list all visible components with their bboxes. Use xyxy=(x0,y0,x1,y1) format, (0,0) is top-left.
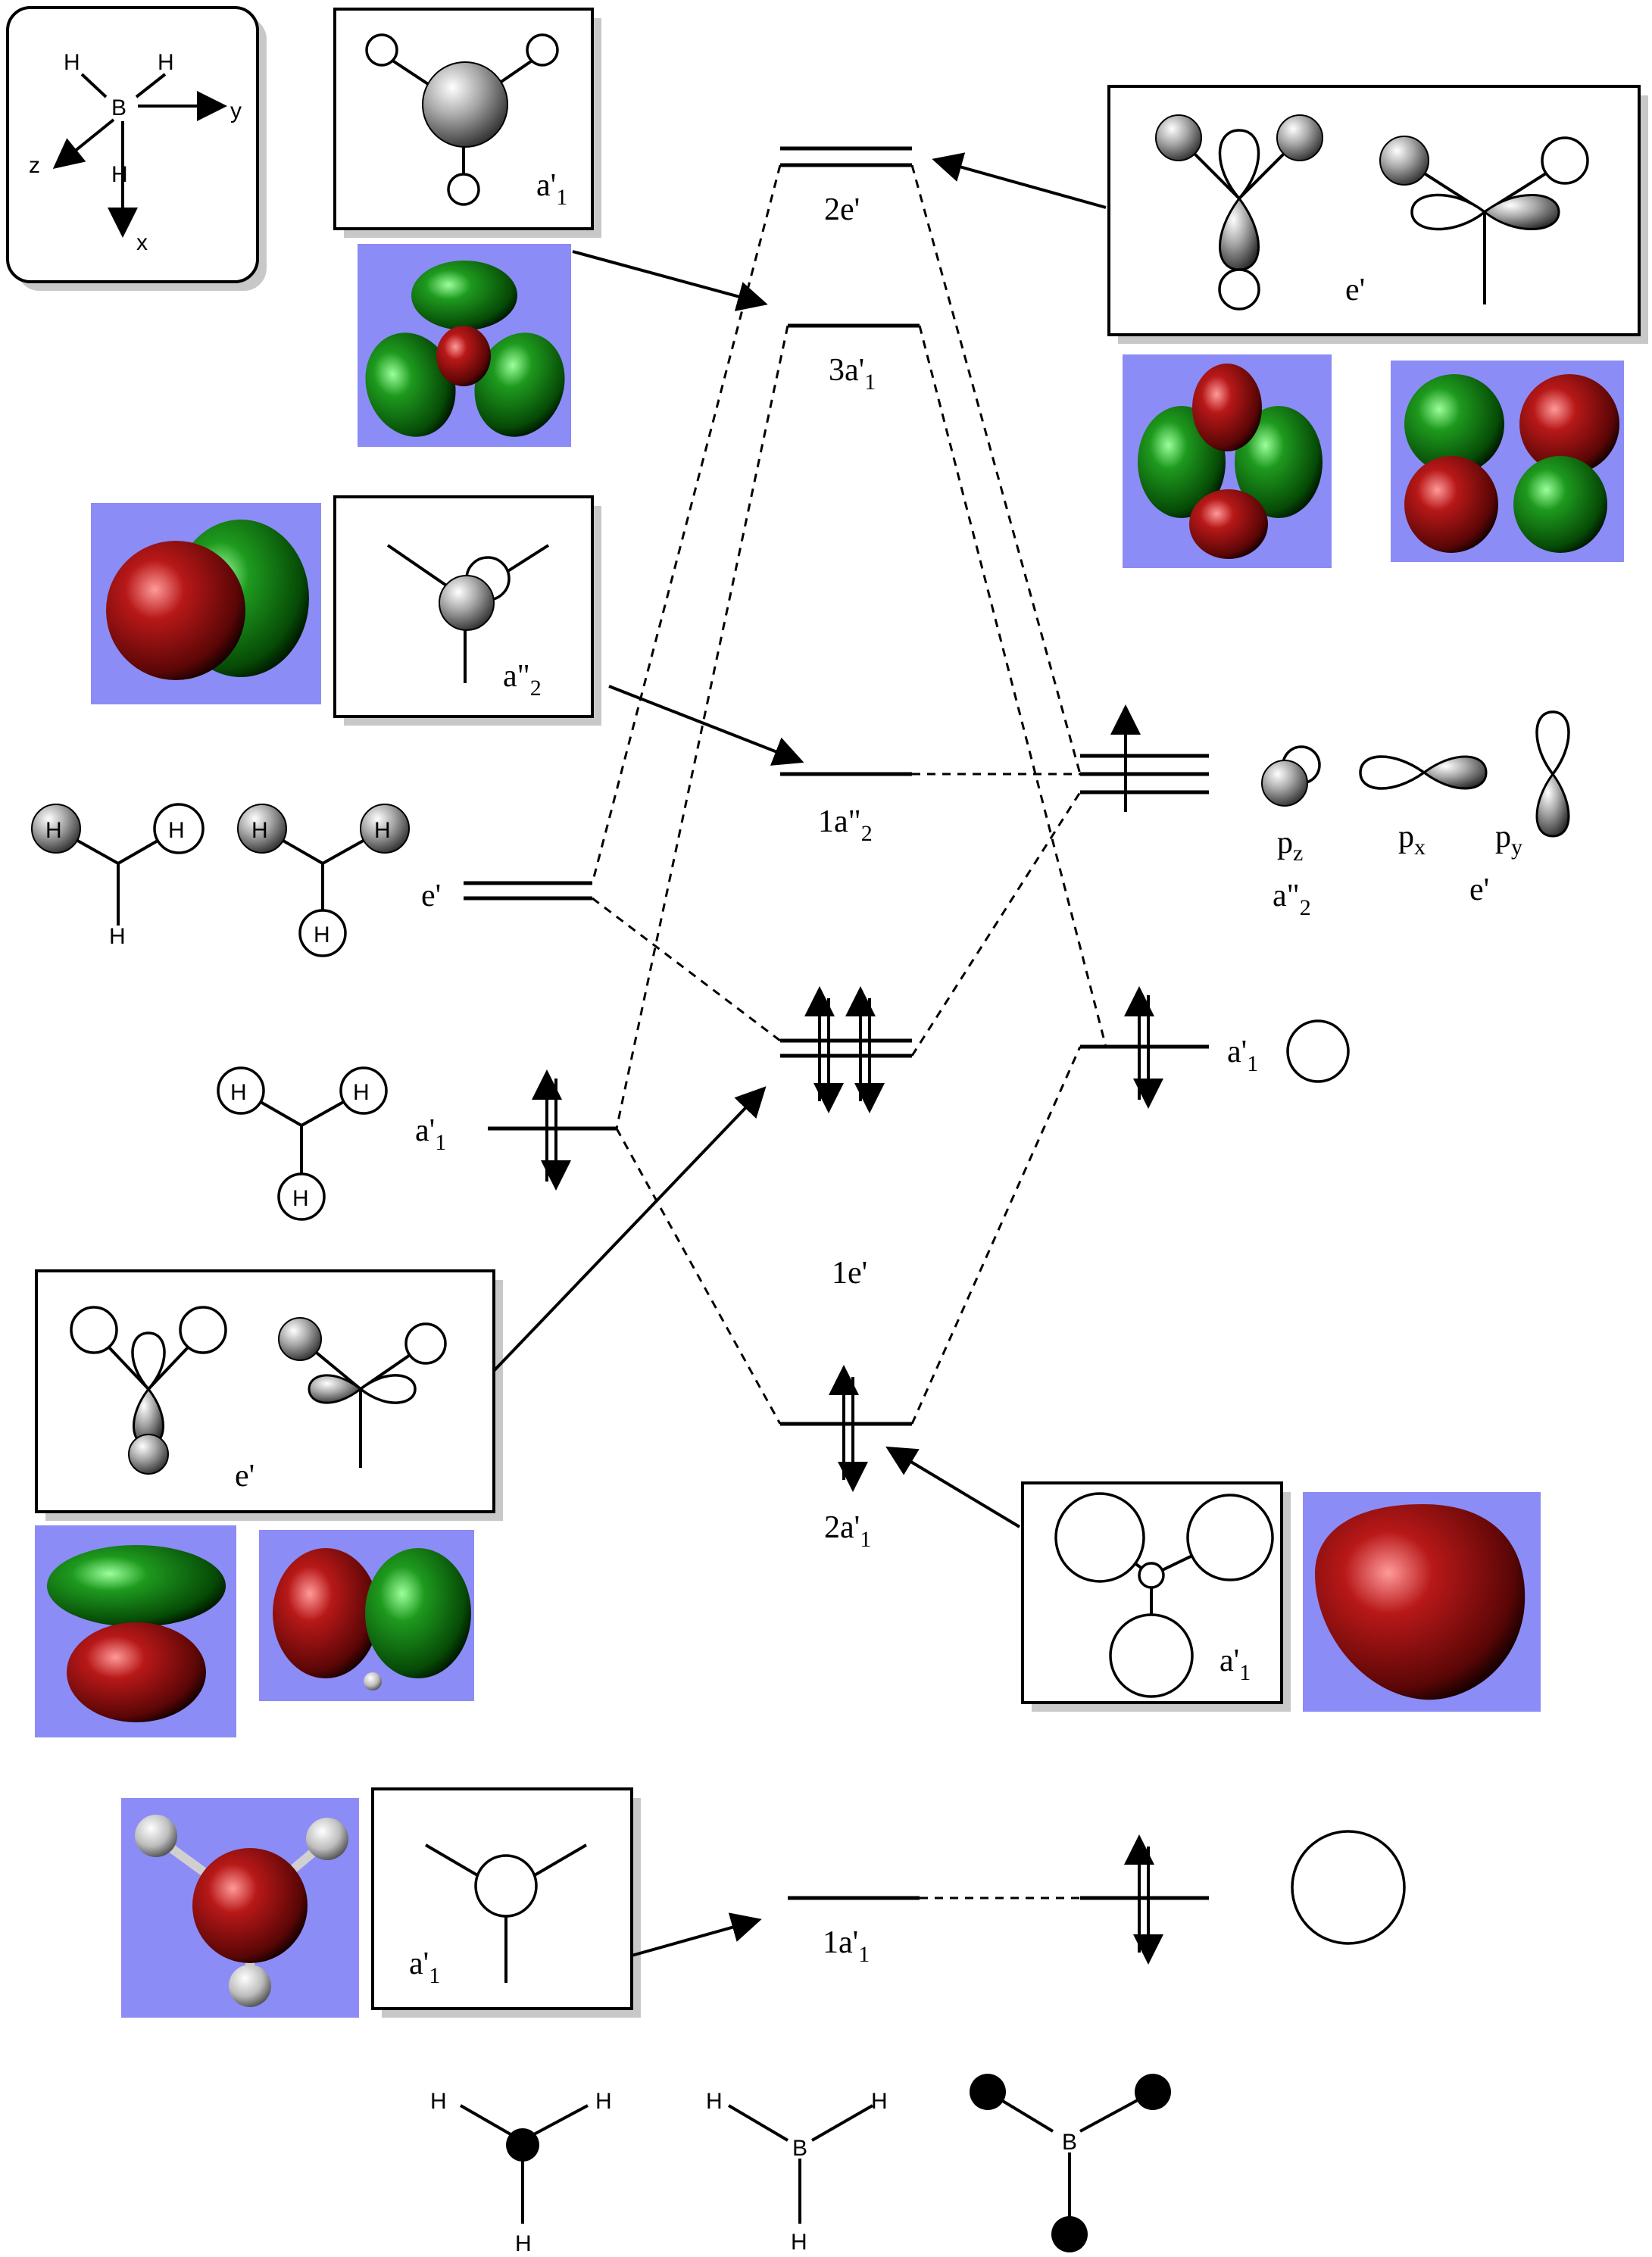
box-top-a1: a'1 xyxy=(333,8,601,238)
boron-s-orbital xyxy=(1286,1019,1350,1083)
box-label: a'1 xyxy=(536,168,567,210)
z-axis-label: z xyxy=(29,153,40,178)
atom-h: H xyxy=(374,818,391,843)
boron-py-label: py xyxy=(1495,819,1522,860)
boron-px xyxy=(1359,755,1488,790)
mo-render-1a1 xyxy=(121,1798,359,2018)
mo-label-1e: 1e' xyxy=(832,1256,867,1291)
boron-core-orbital xyxy=(1291,1830,1406,1945)
boron-p-levels xyxy=(1080,704,1209,812)
axis-h-label: H xyxy=(64,50,80,75)
atom-h: H xyxy=(45,818,62,843)
bh3-ligand-fragment: H H H xyxy=(430,2089,612,2256)
boron-a1-label: a'1 xyxy=(1227,1035,1258,1076)
box-label: a'1 xyxy=(1219,1644,1251,1685)
atom-h: H xyxy=(871,2089,888,2114)
box-label: a"2 xyxy=(503,659,542,701)
atom-h: H xyxy=(595,2089,612,2114)
atom-h: H xyxy=(706,2089,723,2114)
boron-px-label: px xyxy=(1398,819,1426,860)
bh3-molecule: H B H H xyxy=(706,2089,888,2255)
mo-render-2e-a xyxy=(1123,354,1332,568)
z-axis-arrow xyxy=(52,118,115,170)
mo-render-1e-a xyxy=(35,1525,236,1737)
mo-label-2a1: 2a'1 xyxy=(824,1510,871,1552)
ligand-e-2: H H H xyxy=(237,804,410,957)
box-label: a'1 xyxy=(409,1946,440,1988)
mo-label-1a1: 1a'1 xyxy=(823,1925,870,1967)
box-label: e' xyxy=(1345,273,1365,307)
ligand-a1: H H H xyxy=(217,1066,388,1221)
atom-h: H xyxy=(515,2231,532,2256)
ligand-e-label: e' xyxy=(421,879,441,913)
boron-pz-label: pz xyxy=(1277,826,1303,866)
box-bottom-a1: a'1 xyxy=(371,1787,641,2018)
atom-h: H xyxy=(430,2089,447,2114)
y-axis-label: y xyxy=(230,98,242,123)
atom-b: B xyxy=(792,2136,807,2161)
atom-h: H xyxy=(292,1186,309,1211)
boron-py xyxy=(1535,710,1570,838)
atom-h: H xyxy=(314,922,330,947)
x-axis-label: x xyxy=(136,230,148,255)
mo-label-3a1: 3a'1 xyxy=(829,353,876,395)
axis-h-label: H xyxy=(111,162,128,187)
atom-h: H xyxy=(168,818,185,843)
axes-box: H H B H y z x xyxy=(6,6,267,291)
mo-label-1a2: 1a"2 xyxy=(818,804,873,846)
ligand-e-1: H H H xyxy=(31,803,205,949)
mo-label-2e: 2e' xyxy=(824,192,860,227)
atom-h: H xyxy=(230,1080,247,1105)
boron-e-label: e' xyxy=(1469,873,1489,907)
atom-h: H xyxy=(791,2230,807,2255)
ligand-a1-label: a'1 xyxy=(415,1113,446,1155)
box-right-a1: a'1 xyxy=(1021,1481,1291,1712)
atom-h: H xyxy=(251,818,268,843)
atom-b: B xyxy=(1062,2130,1077,2155)
box-left-e: e' xyxy=(35,1269,503,1521)
pointer-arrows xyxy=(492,152,1107,1957)
box-a2: a"2 xyxy=(333,495,601,726)
boron-fragment: B xyxy=(970,2074,1171,2252)
axis-h-label: H xyxy=(158,50,174,75)
mo-render-3a1 xyxy=(358,244,571,447)
axis-b-label: B xyxy=(111,95,126,120)
boron-a2-label: a"2 xyxy=(1273,879,1311,920)
mo-render-a2 xyxy=(91,503,321,704)
box-right-e: e' xyxy=(1107,85,1648,344)
mo-render-1e-b xyxy=(259,1530,474,1701)
mo-render-2e-b xyxy=(1391,361,1624,562)
box-label: e' xyxy=(235,1459,255,1494)
mo-render-2a1 xyxy=(1303,1492,1541,1712)
atom-h: H xyxy=(353,1080,370,1105)
boron-pz xyxy=(1261,745,1321,807)
atom-h: H xyxy=(109,924,126,949)
